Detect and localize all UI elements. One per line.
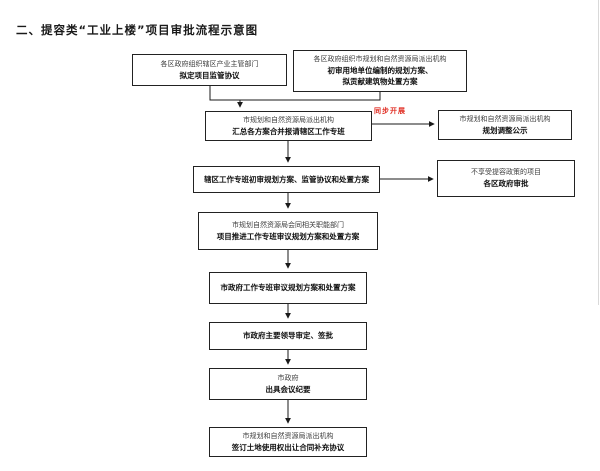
flow-box-consolidate-plans: 市规划和自然资源局派出机构 汇总各方案合并报请辖区工作专班 bbox=[205, 111, 372, 141]
action-label: 项目推进工作专班审议规划方案和处置方案 bbox=[216, 231, 360, 241]
flow-box-district-approval: 不享受提容政策的项目 各区政府审批 bbox=[437, 160, 575, 197]
agency-label: 各区政府组织辖区产业主管部门 bbox=[160, 59, 259, 68]
agency-label: 市规划和自然资源局派出机构 bbox=[242, 431, 334, 440]
agency-label: 市规划自然资源局会同相关职能部门 bbox=[232, 220, 344, 229]
action-label: 市政府主要领导审定、签批 bbox=[243, 331, 333, 341]
connector-supervision-to-junction bbox=[209, 86, 240, 101]
action-label: 规划调整公示 bbox=[482, 125, 528, 135]
agency-label: 各区政府组织市规划和自然资源局派出机构 bbox=[313, 54, 447, 63]
action-label: 签订土地使用权出让合同补充协议 bbox=[231, 442, 345, 452]
flow-box-city-promotion-panel-review: 市规划自然资源局会同相关职能部门 项目推进工作专班审议规划方案和处置方案 bbox=[198, 212, 378, 250]
flow-box-city-gov-panel-review: 市政府工作专班审议规划方案和处置方案 bbox=[209, 272, 367, 304]
flow-box-district-panel-review: 辖区工作专班初审规划方案、监管协议和处置方案 bbox=[193, 166, 380, 193]
page-edge-line bbox=[598, 0, 599, 305]
flow-box-meeting-minutes: 市政府 出具会议纪要 bbox=[209, 368, 367, 400]
condition-label: 不享受提容政策的项目 bbox=[471, 168, 541, 177]
sync-process-label: 同步开展 bbox=[374, 107, 406, 115]
action-label: 出具会议纪要 bbox=[265, 384, 311, 394]
action-label: 市政府工作专班审议规划方案和处置方案 bbox=[220, 283, 356, 293]
agency-label: 市规划和自然资源局派出机构 bbox=[243, 115, 334, 124]
agency-label: 市政府 bbox=[277, 373, 299, 382]
flow-box-plan-adjustment-publicity: 市规划和自然资源局派出机构 规划调整公示 bbox=[438, 110, 572, 140]
action-label: 拟贡献建筑物处置方案 bbox=[342, 77, 418, 87]
agency-label: 市规划和自然资源局派出机构 bbox=[459, 114, 551, 123]
flow-box-leader-signoff: 市政府主要领导审定、签批 bbox=[209, 322, 367, 350]
flow-box-initial-plan-review: 各区政府组织市规划和自然资源局派出机构 初审用地单位编制的规划方案、 拟贡献建筑… bbox=[293, 50, 467, 92]
action-label: 辖区工作专班初审规划方案、监管协议和处置方案 bbox=[204, 174, 369, 184]
connector-initialreview-to-junction bbox=[240, 92, 381, 101]
flow-box-supplementary-agreement: 市规划和自然资源局派出机构 签订土地使用权出让合同补充协议 bbox=[209, 427, 367, 457]
action-label: 初审用地单位编制的规划方案、 bbox=[327, 65, 433, 75]
action-label: 各区政府审批 bbox=[483, 179, 529, 189]
page-title: 二、提容类“工业上楼”项目审批流程示意图 bbox=[16, 23, 259, 37]
action-label: 汇总各方案合并报请辖区工作专班 bbox=[232, 126, 345, 136]
action-label: 拟定项目监管协议 bbox=[179, 70, 240, 80]
flow-box-supervision-agreement: 各区政府组织辖区产业主管部门 拟定项目监管协议 bbox=[132, 54, 287, 86]
